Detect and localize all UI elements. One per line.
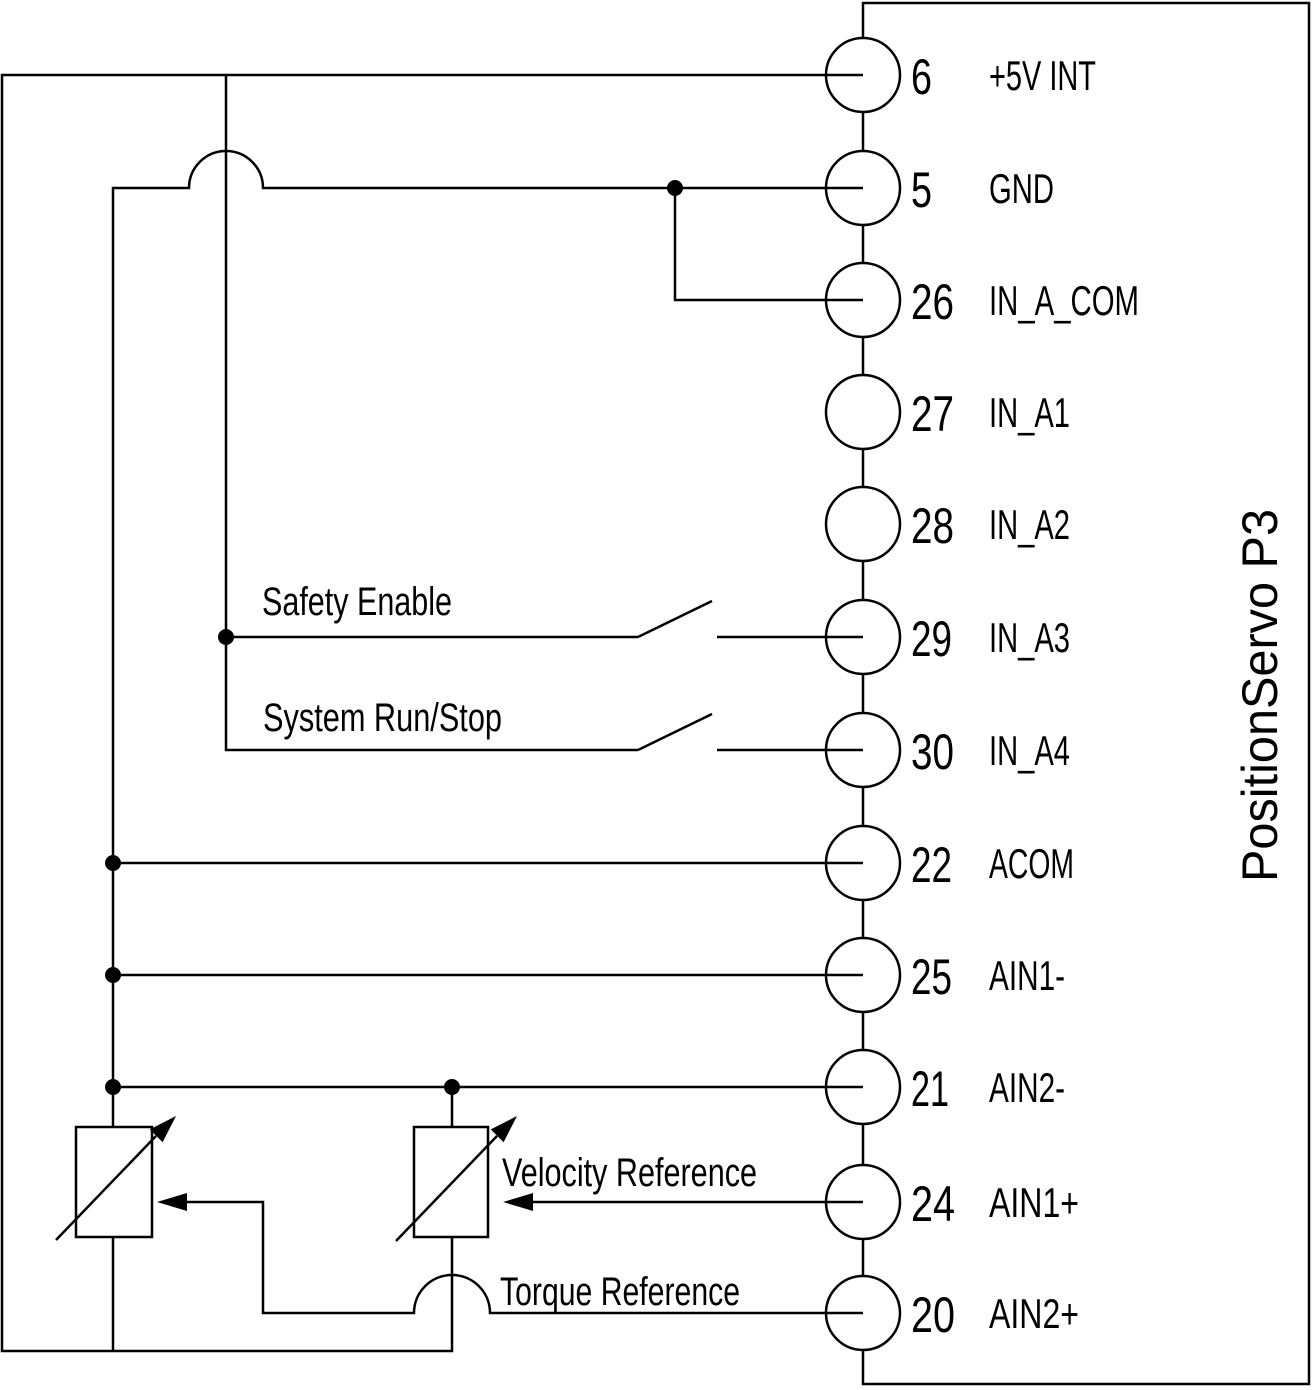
terminal-pin-number: 30 [911,724,954,780]
terminal-circles [824,36,902,1352]
connector-outline [861,1,1311,1386]
left-potentiometer-arrow-icon [149,1116,176,1143]
terminal-circle-27 [824,373,902,451]
signal-labels: +5V INT GND IN_A_COM IN_A1 IN_A2 IN_A3 I… [989,52,1139,1337]
terminal-pin-number: 22 [911,837,952,893]
pin-numbers: 6 5 26 27 28 29 30 22 25 21 24 20 [911,49,955,1343]
system-run-stop-label: System Run/Stop [263,696,502,740]
junction-dot [667,180,683,196]
terminal-signal-label: AIN1+ [989,1179,1079,1226]
terminal-pin-number: 21 [911,1061,949,1117]
wires [0,73,863,1353]
terminal-pin-number: 26 [911,274,954,330]
terminal-signal-label: AIN2- [989,1064,1065,1111]
right-potentiometer-adjust-line [395,1135,498,1242]
left-potentiometer-adjust-line [55,1135,157,1241]
wire-gnd-rail [111,149,863,1351]
terminal-pin-number: 5 [911,162,932,218]
terminal-pin-number: 28 [911,498,954,554]
velocity-reference-label: Velocity Reference [502,1151,757,1195]
junction-dots [105,180,683,1095]
terminal-signal-label: AIN1- [989,952,1065,999]
terminal-pin-number: 27 [911,386,954,442]
terminal-pin-number: 25 [911,949,952,1005]
wire-in-a-com-branch [673,188,863,302]
terminal-signal-label: +5V INT [989,52,1096,99]
wire-5v-supply-loop [0,73,863,1353]
terminal-pin-number: 24 [911,1176,955,1232]
terminal-signal-label: IN_A_COM [989,277,1139,324]
right-potentiometer-arrow-icon [490,1116,517,1143]
wire-torque-reference [184,1200,863,1315]
terminal-signal-label: GND [989,165,1054,212]
terminal-signal-label: IN_A2 [989,501,1070,548]
terminal-signal-label: IN_A1 [989,389,1070,436]
terminal-signal-label: IN_A4 [989,727,1070,774]
junction-dot [444,1079,460,1095]
terminal-signal-label: AIN2+ [989,1290,1079,1337]
junction-dot [105,855,121,871]
junction-dot [105,967,121,983]
wire-safety-enable-switch [226,599,863,639]
terminal-circle-28 [824,485,902,563]
right-potentiometer-body [412,1125,490,1239]
terminal-pin-number: 29 [911,611,952,667]
terminal-pin-number: 6 [911,49,932,105]
wire-system-run-stop-switch [224,75,863,752]
torque-reference-label: Torque Reference [500,1270,740,1314]
safety-enable-label: Safety Enable [262,580,452,624]
left-potentiometer-body [74,1125,154,1239]
terminal-pin-number: 20 [911,1287,955,1343]
terminal-signal-label: ACOM [989,840,1074,887]
velocity-wiper-arrow-icon [503,1193,533,1211]
terminal-signal-label: IN_A3 [989,614,1070,661]
junction-dot [105,1079,121,1095]
device-title: PositionServo P3 [1232,509,1288,882]
torque-wiper-arrow-icon [157,1193,187,1211]
potentiometers [55,1116,517,1242]
junction-dot [218,629,234,645]
